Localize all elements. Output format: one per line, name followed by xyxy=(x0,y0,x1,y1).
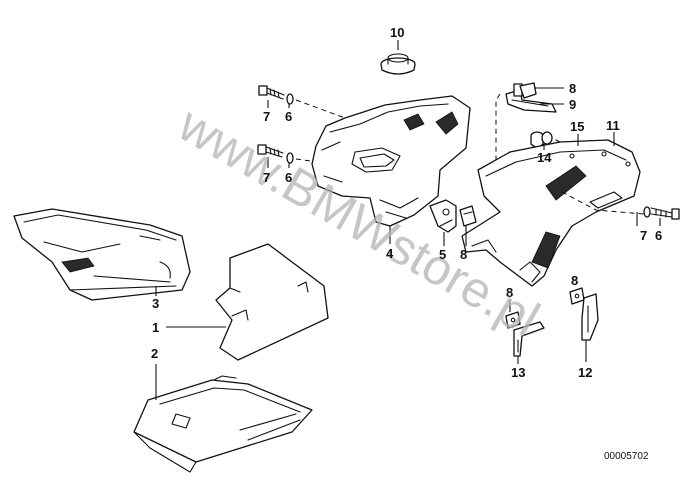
callout-8-lower-left: 8 xyxy=(506,285,513,300)
callout-2: 2 xyxy=(151,346,158,361)
callout-7-right: 7 xyxy=(640,228,647,243)
callout-4: 4 xyxy=(386,246,394,261)
washer-right xyxy=(643,206,651,218)
clip-part-8-lower-left xyxy=(505,311,521,329)
callout-8-upper: 8 xyxy=(569,81,576,96)
clip-part-8-upper xyxy=(519,82,537,99)
bracket-part-12 xyxy=(581,293,599,341)
callout-1: 1 xyxy=(152,320,159,335)
callout-8-lower-right: 8 xyxy=(571,273,578,288)
callout-6-right: 6 xyxy=(655,228,662,243)
callout-6-upper: 6 xyxy=(285,109,292,124)
callout-15: 15 xyxy=(570,119,584,134)
bolt-middle xyxy=(257,144,284,158)
bracket-part-13 xyxy=(513,321,545,357)
callout-9: 9 xyxy=(569,97,576,112)
callout-7-middle: 7 xyxy=(263,170,270,185)
callout-5: 5 xyxy=(439,247,446,262)
screw-right xyxy=(650,207,680,220)
panel-part-1 xyxy=(215,243,329,361)
bracket-part-9 xyxy=(505,83,557,113)
grommet-part-10 xyxy=(380,53,416,75)
leader-lines xyxy=(155,40,661,400)
callout-3: 3 xyxy=(152,296,159,311)
side-panel-part-11 xyxy=(461,139,641,287)
inner-fairing-part-4 xyxy=(311,95,471,227)
callout-12: 12 xyxy=(578,365,592,380)
washer-upper xyxy=(286,93,294,105)
tray-part-2 xyxy=(133,375,313,473)
callout-7-upper: 7 xyxy=(263,109,270,124)
side-cover-part-3 xyxy=(13,208,191,301)
callout-11: 11 xyxy=(606,118,620,133)
callouts: 10 8 9 7 6 15 11 14 7 6 4 5 8 7 6 3 1 2 … xyxy=(151,25,662,380)
callout-8-middle: 8 xyxy=(460,247,467,262)
callout-14: 14 xyxy=(537,150,552,165)
bolt-upper xyxy=(258,85,285,100)
callout-6-middle: 6 xyxy=(285,170,292,185)
washer-middle xyxy=(286,152,294,164)
callout-10: 10 xyxy=(390,25,404,40)
bracket-part-5 xyxy=(429,199,457,233)
clip-part-8-lower-right xyxy=(569,287,585,305)
reference-code: 00005702 xyxy=(604,451,649,462)
clip-part-8-middle xyxy=(459,205,477,227)
callout-13: 13 xyxy=(511,365,525,380)
